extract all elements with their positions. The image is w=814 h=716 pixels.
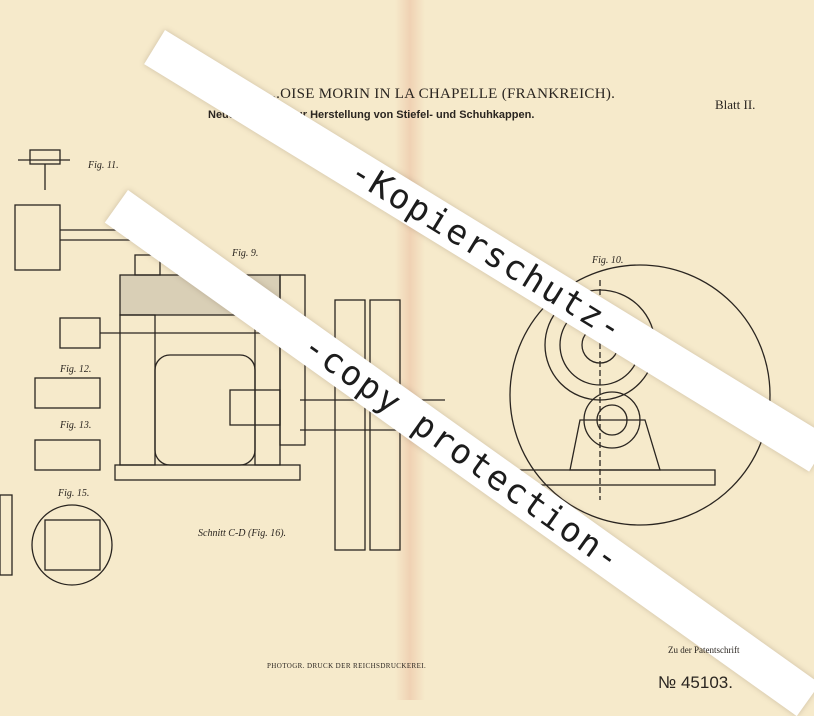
fig-10-label: Fig. 10. — [592, 255, 624, 266]
fig-13-label: Fig. 13. — [60, 420, 92, 431]
section-label: Schnitt C-D (Fig. 16). — [198, 528, 287, 539]
fig-11-label: Fig. 11. — [88, 160, 119, 171]
patent-label: Zu der Patentschrift — [668, 645, 740, 655]
fig-9-label: Fig. 9. — [232, 248, 259, 259]
fig-12-label: Fig. 12. — [60, 364, 92, 375]
printer-note: PHOTOGR. DRUCK DER REICHSDRUCKEREI. — [267, 662, 427, 670]
patent-number: № 45103. — [658, 673, 733, 692]
sheet-label: Blatt II. — [715, 97, 756, 112]
fig-15-label: Fig. 15. — [58, 488, 90, 499]
patent-title: ...OISE MORIN IN LA CHAPELLE (FRANKREICH… — [268, 86, 616, 102]
